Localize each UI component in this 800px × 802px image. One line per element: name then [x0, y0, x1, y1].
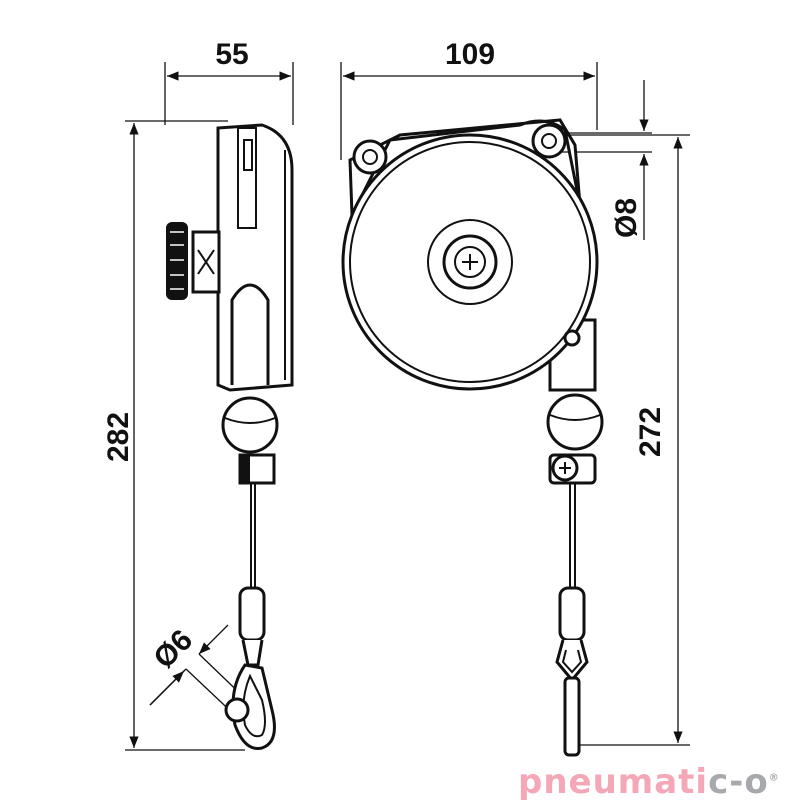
dimension-depth: 55: [164, 38, 294, 125]
depth-label: 55: [215, 38, 248, 71]
side-view: [166, 123, 294, 751]
dimension-width: 109: [340, 38, 598, 160]
pneumatico-logo: pneumatic-o®: [518, 762, 780, 802]
dimension-mount-hole: Ø8: [548, 80, 652, 240]
width-label: 109: [445, 38, 495, 71]
mount-hole-label: Ø8: [610, 198, 643, 238]
logo-main-text: pneumati: [518, 762, 709, 802]
dimension-overall-height: 282: [102, 120, 245, 751]
overall-height-label: 282: [102, 412, 135, 462]
front-view: [341, 118, 604, 757]
logo-accent-text: c-o: [708, 762, 769, 802]
adjustment-knob: [166, 222, 188, 300]
registered-mark: ®: [768, 772, 780, 784]
cable-label: Ø6: [147, 623, 199, 675]
dimension-mount-height: 272: [560, 134, 690, 746]
mount-height-label: 272: [634, 407, 667, 457]
